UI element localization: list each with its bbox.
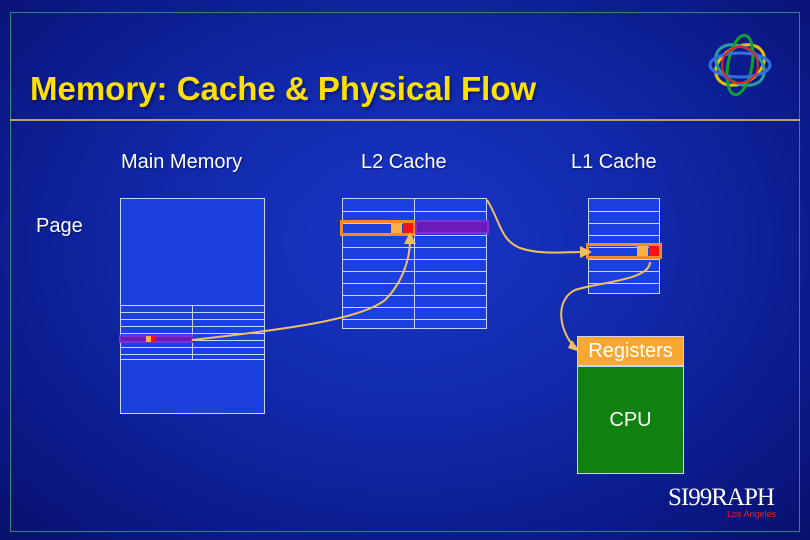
- l1-cache-label: L1 Cache: [571, 151, 657, 173]
- registers-label: Registers: [588, 340, 673, 362]
- main-memory-cached-word-red: [151, 336, 156, 342]
- main-memory-cached-word: [146, 336, 151, 342]
- main-memory-page-strip: [119, 335, 193, 343]
- cpu-box: CPU: [577, 366, 684, 474]
- page-label: Page: [36, 215, 83, 237]
- cpu-label: CPU: [609, 409, 652, 431]
- l2-cached-word-red: [403, 223, 413, 233]
- main-memory-block: [119, 198, 265, 414]
- l2-cache-line-orange: [340, 220, 416, 236]
- registers-box: Registers: [577, 336, 684, 366]
- slide-frame: [10, 12, 800, 532]
- l2-cache-line-purple: [415, 220, 489, 234]
- l1-cached-word: [637, 246, 648, 256]
- l2-cache-block: [342, 198, 487, 329]
- main-memory-label: Main Memory: [121, 151, 243, 173]
- siggraph-logo-text: SI99RAPH: [668, 484, 775, 511]
- siggraph-logo-subtitle: Los Angeles: [727, 509, 777, 519]
- title-rule: [10, 119, 800, 121]
- slide-title: Memory: Cache & Physical Flow: [30, 70, 537, 107]
- l2-cache-label: L2 Cache: [361, 151, 447, 173]
- l2-cached-word: [391, 223, 402, 233]
- l1-cached-word-red: [649, 246, 659, 256]
